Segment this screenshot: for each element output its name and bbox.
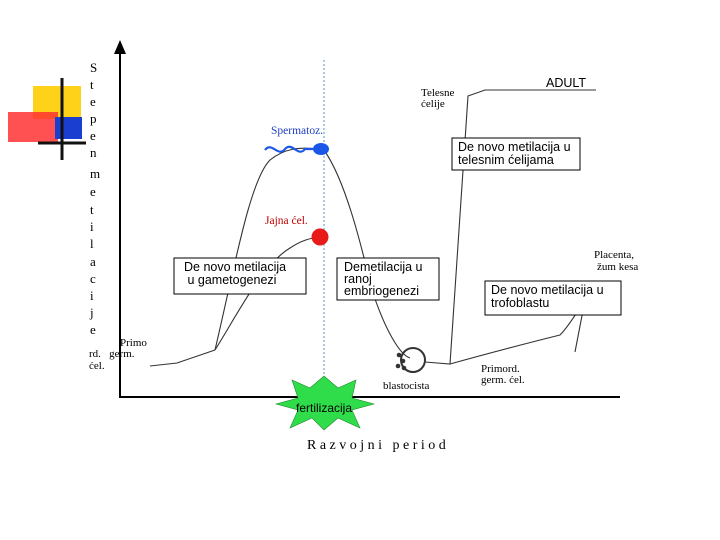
label-placenta: Placenta,: [594, 249, 634, 261]
curve-sperm: [214, 147, 319, 351]
y-axis-label-char: n: [90, 145, 97, 160]
sperm-tail: [264, 145, 313, 153]
label-telesne: Telesne: [421, 87, 455, 99]
y-axis-label-char: e: [90, 128, 96, 143]
box-embriogeneza-line: ranoj: [344, 272, 372, 286]
box-gametogeneza-line: De novo metilacija: [184, 260, 286, 274]
box-gametogeneza: De novo metilacija u gametogenezi: [173, 257, 307, 295]
y-axis-label-char: e: [90, 184, 96, 199]
curve-primordial: [149, 349, 216, 367]
y-axis-label-char: c: [90, 271, 96, 286]
box-telesne-line: De novo metilacija u: [458, 140, 571, 154]
y-axis-arrow: [114, 40, 126, 54]
decorative-squares: [8, 78, 86, 160]
label-adult: ADULT: [546, 76, 586, 90]
curve-egg: [214, 236, 321, 351]
curve-demethylation: [323, 149, 411, 359]
box-gametogeneza-frame: [173, 257, 307, 295]
label-primord-germ-cel: germ. ćel.: [481, 374, 525, 386]
box-trofoblast-line: trofoblastu: [491, 296, 549, 310]
label-blastocista: blastocista: [383, 380, 430, 392]
curve-somatic: [424, 89, 596, 365]
box-telesne-frame: [451, 137, 581, 171]
box-embriogeneza-line: embriogenezi: [344, 284, 419, 298]
sperm-head: [313, 143, 329, 155]
label-primord: Primord.: [481, 363, 520, 375]
y-axis-label-char: e: [90, 322, 96, 337]
axes: [114, 40, 620, 398]
y-axis-label-char: m: [90, 166, 100, 181]
y-axis-label-char: p: [90, 111, 97, 126]
y-axis-label: S t e p e n m e t i l a c i j e: [89, 60, 100, 337]
box-trofoblast-frame: [484, 280, 622, 316]
label-fertilizacija: fertilizacija: [296, 401, 352, 415]
label-spermatoz: Spermatoz.: [271, 125, 323, 137]
label-primo: Primo: [120, 337, 147, 349]
box-embriogeneza-frame: [336, 257, 440, 301]
box-embriogeneza-line: Demetilacija u: [344, 260, 423, 274]
sperm-cell: [264, 143, 329, 155]
box-telesne-line: telesnim ćelijama: [458, 153, 554, 167]
box-embriogeneza: Demetilacija u ranoj embriogenezi: [336, 257, 440, 301]
label-telesne-celije: ćelije: [421, 98, 445, 110]
deco-red-square: [8, 112, 58, 142]
label-zum-kesa: žum kesa: [597, 261, 638, 273]
label-jajna-cel: Jajna ćel.: [265, 215, 308, 227]
y-axis-label-char: l: [90, 236, 94, 251]
label-primo-rd-germ: rd. germ.: [89, 348, 135, 360]
blastocyst-cell: [396, 352, 402, 358]
y-axis-label-char: t: [90, 77, 94, 92]
fertilization-burst: [274, 375, 376, 431]
box-telesne: De novo metilacija u telesnim ćelijama: [451, 137, 581, 171]
box-trofoblast: De novo metilacija u trofoblastu: [484, 280, 622, 316]
blastocyst-cell: [400, 358, 406, 364]
deco-blue-square: [55, 117, 82, 139]
y-axis-label-char: j: [89, 305, 94, 320]
blastocyst-icon: [395, 347, 426, 373]
y-axis-label-char: S: [90, 60, 97, 75]
y-axis-label-char: e: [90, 94, 96, 109]
blastocyst-cell: [401, 365, 407, 371]
box-gametogeneza-line: u gametogenezi: [184, 273, 276, 287]
blastocyst-cell: [395, 363, 401, 369]
egg-cell: [311, 228, 329, 246]
y-axis-label-char: i: [90, 219, 94, 234]
box-trofoblast-line: De novo metilacija u: [491, 283, 604, 297]
y-axis-label-char: t: [90, 202, 94, 217]
y-axis-label-char: a: [90, 254, 96, 269]
x-axis-label: R a z v o j n i p e r i o d: [307, 438, 446, 453]
label-primo-cel: ćel.: [89, 360, 105, 372]
y-axis-label-char: i: [90, 288, 94, 303]
methylation-curves: [149, 89, 596, 367]
